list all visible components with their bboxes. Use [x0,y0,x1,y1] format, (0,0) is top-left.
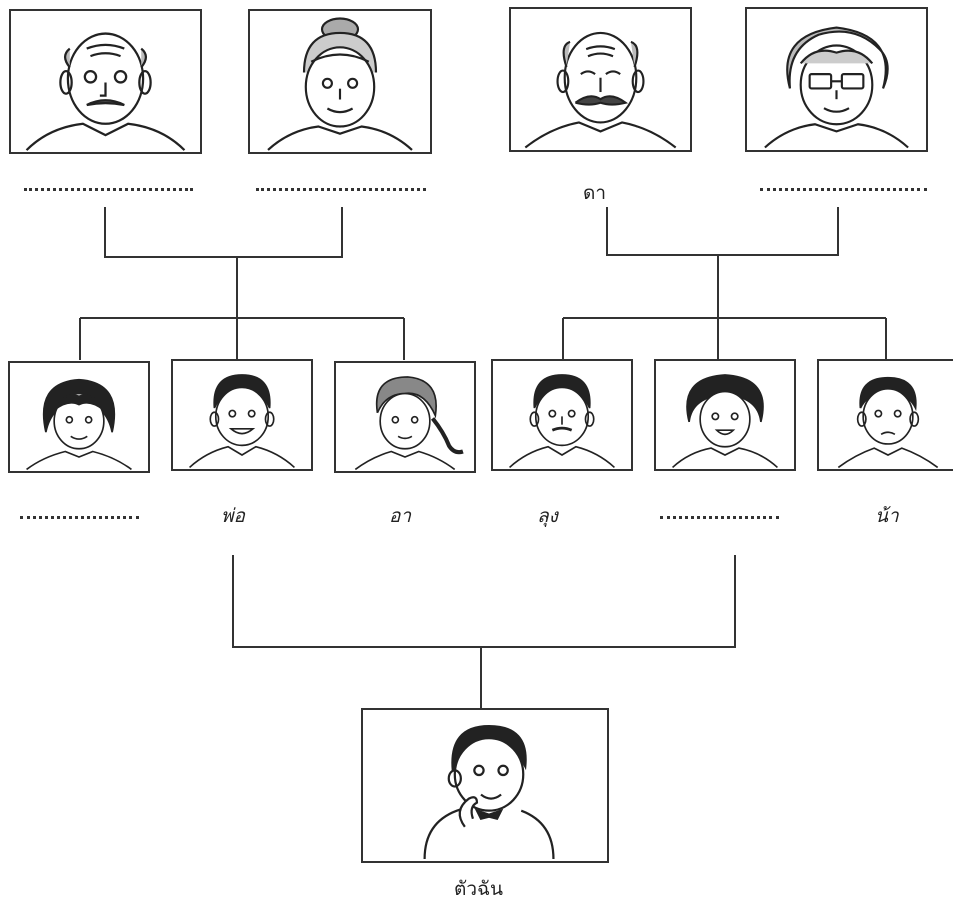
paternal-sibling-left-card [8,361,150,473]
father-label: พ่อ [221,505,245,527]
maternal-uncle-elder-label: ลุง [537,505,558,527]
mother-blank[interactable] [660,516,779,519]
father-card [171,359,313,471]
woman-curly-hair-icon [672,374,778,469]
maternal-uncle-elder-card [491,359,633,471]
old-woman-glasses-icon [764,26,909,149]
mother-card [654,359,796,471]
paternal-grandfather-card [9,9,202,154]
paternal-aunt-card [334,361,476,473]
old-woman-bun-icon [267,17,413,151]
self-label: ตัวฉัน [454,878,503,900]
boy-thinking-icon [423,724,555,859]
paternal-children-legs [79,318,405,360]
parents-connector [232,555,736,648]
self-card [361,708,609,863]
maternal-grandmother-blank[interactable] [760,188,927,191]
paternal-grandparents-connector [104,207,343,258]
man-mustache-icon [509,374,615,469]
maternal-grandfather-card [509,7,692,152]
paternal-sibling-left-blank[interactable] [20,516,139,519]
maternal-grandmother-card [745,7,928,152]
maternal-younger-card [817,359,953,471]
man-smiling-icon [189,374,295,469]
woman-short-hair-icon [26,378,132,471]
paternal-aunt-label: อา [389,505,412,527]
old-man-mustache-icon [524,31,677,149]
maternal-younger-label: น้า [875,505,899,527]
maternal-children-legs [562,318,887,360]
maternal-grandfather-label: ดา [583,182,607,204]
old-man-balding-icon [25,32,186,151]
boy-frowning-icon [837,376,939,469]
girl-braid-icon [354,376,464,471]
paternal-grandmother-card [248,9,432,154]
paternal-grandfather-blank[interactable] [24,188,193,191]
paternal-grandmother-blank[interactable] [256,188,426,191]
maternal-grandparents-connector [606,207,839,256]
